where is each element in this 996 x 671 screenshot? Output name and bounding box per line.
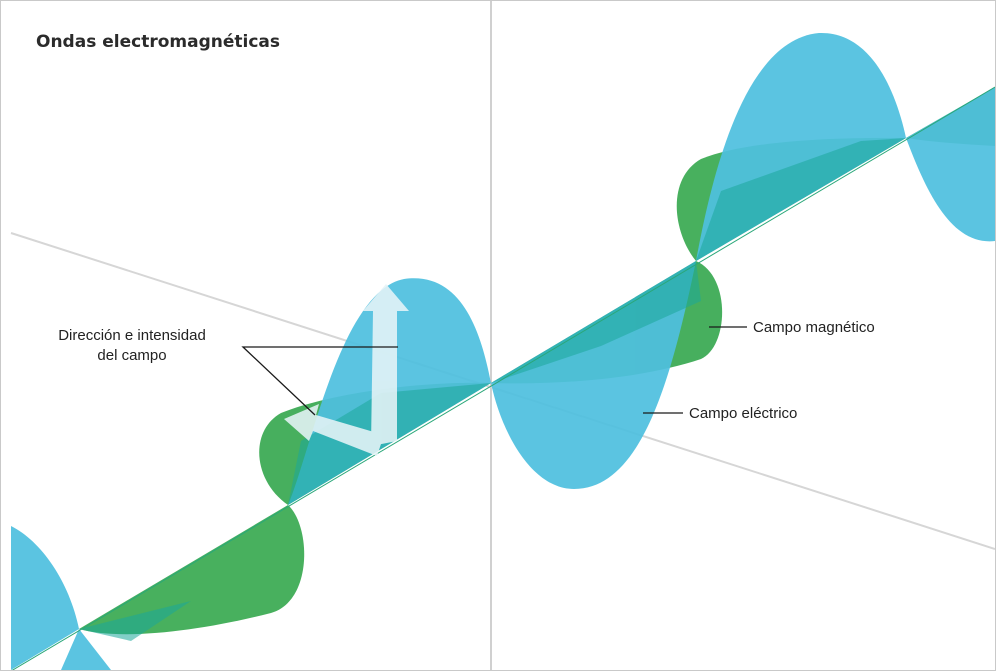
overlap-band [79,138,906,641]
diagram-title: Ondas electromagnéticas [36,32,280,52]
electric-lobe [11,526,79,670]
direction-label-line1: Dirección e intensidad [58,327,206,344]
magnetic-lobe [79,505,305,635]
electric-lobe [906,87,995,242]
magnetic-field-label: Campo magnético [753,319,875,336]
callout-lines [241,326,747,416]
direction-callout-line [241,346,398,416]
electric-field-arrow [363,284,409,446]
electric-field-label: Campo eléctrico [689,405,797,422]
magnetic-field-arrow [284,404,384,456]
propagation-line [11,86,995,670]
electric-lobe [61,629,111,670]
direction-label-line2: del campo [97,347,166,364]
field-direction-arrows [284,284,409,456]
